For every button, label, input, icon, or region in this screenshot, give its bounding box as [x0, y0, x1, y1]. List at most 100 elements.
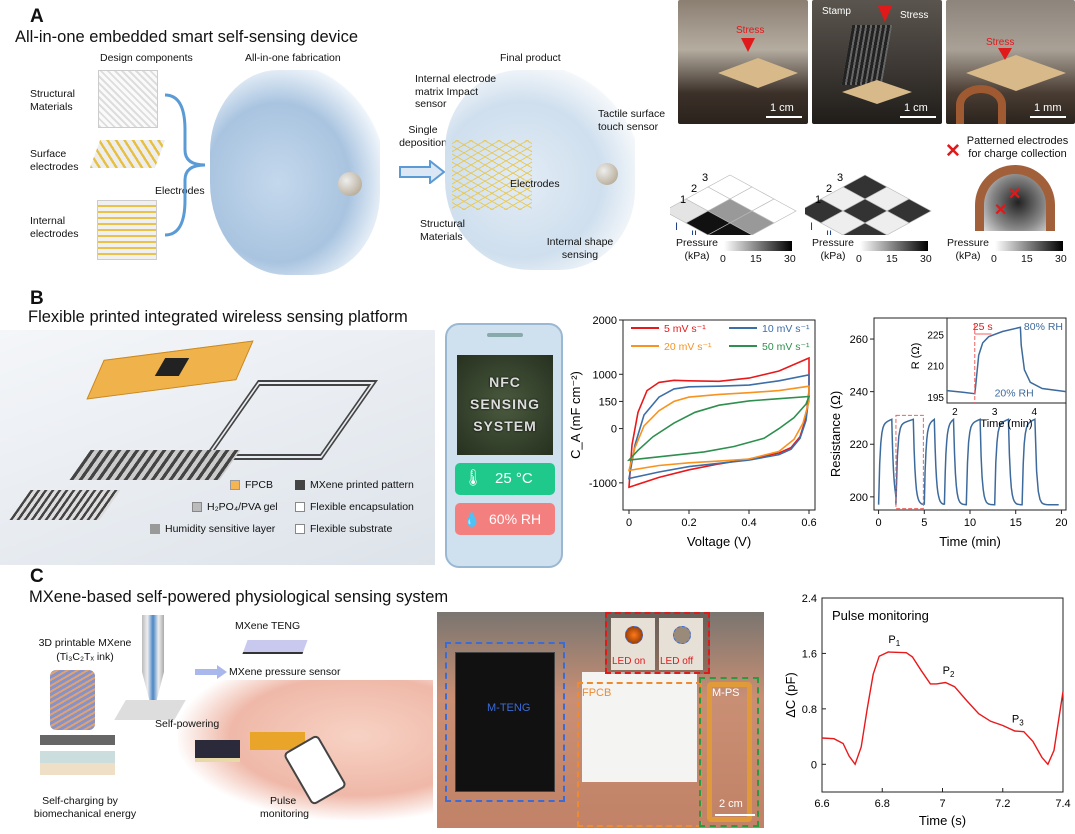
- temperature-value: 25 °C: [495, 470, 533, 487]
- y-tick-label: 200: [850, 492, 868, 504]
- legend-mxene: MXene printed pattern: [310, 479, 414, 491]
- ball-final-image: [596, 163, 618, 185]
- colorbar-tick: 0: [856, 253, 862, 265]
- x-tick-label: 0: [876, 517, 882, 529]
- x-axis-label: Time (min): [939, 534, 1001, 549]
- electrode-matrix-image: [452, 140, 532, 210]
- panel-c-title: MXene-based self-powered physiological s…: [29, 588, 449, 606]
- x-tick-label: 20: [1055, 517, 1067, 529]
- fpcb-image: [250, 732, 305, 750]
- electrodes-label: Electrodes: [155, 185, 205, 197]
- x-tick-label: 15: [1010, 517, 1022, 529]
- legend-label: 5 mV s⁻¹: [664, 323, 706, 335]
- self-charging-label-1: Self-charging by: [42, 795, 118, 807]
- scale-bar: [715, 814, 755, 816]
- x-tick-label: 7: [939, 798, 945, 810]
- x-tick-label: 0.6: [801, 517, 816, 529]
- peak-label: P3: [1012, 714, 1024, 728]
- stamp-label: Stamp: [822, 6, 851, 17]
- x-tick-label: 10: [964, 517, 976, 529]
- ball-image: [338, 172, 362, 196]
- legend-gel: H₂PO₄/PVA gel: [207, 501, 278, 513]
- pulse-label-1: Pulse: [270, 795, 297, 807]
- cross-icon: ✕: [945, 141, 961, 162]
- stress-label: Stress: [900, 10, 929, 21]
- humidity-value: 60% RH: [489, 511, 542, 527]
- internal-shape-label: Internal shape sensing: [546, 236, 614, 261]
- pressure-cell: [707, 222, 753, 235]
- tactile-sensor-label: Tactile surface touch sensor: [598, 108, 666, 133]
- scale-bar-label: 2 cm: [719, 798, 743, 810]
- stress-arrow-icon: [998, 48, 1012, 60]
- y-axis-label: ΔC (pF): [783, 672, 798, 718]
- scale-bar: [900, 116, 936, 118]
- lattice-structure-image: [98, 70, 158, 128]
- x-tick-label: 5: [921, 517, 927, 529]
- chart-title: Pulse monitoring: [832, 608, 929, 623]
- grid-row-label: 1: [680, 194, 686, 206]
- col-design-label: Design components: [100, 52, 193, 64]
- x-tick-label: 6.8: [875, 798, 890, 810]
- m-ps-label: M-PS: [712, 687, 740, 699]
- photo-stress-3: Stress 1 mm: [946, 0, 1075, 124]
- y-tick-label: 0: [611, 424, 617, 436]
- y-tick-label: 240: [850, 387, 868, 399]
- grid-col-label: II: [691, 229, 697, 235]
- scale-bar-label: 1 cm: [904, 102, 928, 114]
- grid-row-label: 3: [702, 172, 708, 184]
- grid-row-label: 2: [691, 183, 697, 195]
- colorbar-label: Pressure: [811, 237, 854, 249]
- inset-x-axis-label: Time (min): [980, 418, 1032, 430]
- photo-stress-2: Stamp Stress 1 cm: [812, 0, 942, 124]
- x-tick-label: 0.2: [681, 517, 696, 529]
- y-tick-label: 2.4: [802, 593, 817, 605]
- wearable-photo: M-TENG FPCB LED on LED off M-PS 2 cm: [437, 612, 764, 828]
- inset-y-tick-label: 225: [927, 331, 944, 342]
- colorbar-tick: 0: [991, 253, 997, 265]
- structural-final-label: Structural Materials: [420, 218, 465, 243]
- colorbar-unit: (kPa): [684, 250, 710, 262]
- inset-x-tick-label: 2: [952, 407, 958, 418]
- plot-frame: [622, 319, 816, 511]
- y-tick-label: 2000: [593, 315, 617, 327]
- scale-bar-label: 1 cm: [770, 102, 794, 114]
- arrow-right-icon: [195, 665, 227, 679]
- grid-row-label: 1: [815, 194, 821, 206]
- surface-electrodes-label: Surface electrodes: [30, 148, 79, 173]
- electrodes-final-label: Electrodes: [510, 178, 560, 190]
- thermometer-icon: 🌡: [463, 470, 484, 487]
- y-tick-label: 0.8: [802, 704, 817, 716]
- surface-electrode-image: [89, 140, 166, 168]
- patterned-electrodes-note: Patterned electrodes for charge collecti…: [966, 135, 1069, 161]
- y-tick-label: 220: [850, 439, 868, 451]
- inset-annot-time: 25 s: [973, 321, 993, 333]
- ink-label-2: (Ti₃C₂Tₓ ink): [56, 651, 114, 663]
- col-final-label: Final product: [500, 52, 561, 64]
- scale-bar-label: 1 mm: [1034, 102, 1062, 114]
- grid-col-label: I: [675, 221, 678, 233]
- stress-arrow-icon: [878, 6, 892, 22]
- pressure-cell: [842, 222, 888, 235]
- colorbar-tick: 15: [1021, 253, 1033, 265]
- y-tick-label: 150: [599, 396, 617, 408]
- self-charging-device-image: [40, 735, 115, 775]
- cv-curve-2: [627, 385, 810, 472]
- y-tick-label: 0: [811, 759, 817, 771]
- panel-a-label: A: [30, 6, 44, 27]
- x-tick-label: 7.4: [1055, 798, 1070, 810]
- colorbar-tick: 0: [720, 253, 726, 265]
- cv-curve-3: [626, 395, 811, 462]
- col-fabrication-label: All-in-one fabrication: [245, 52, 341, 64]
- peak-label: P1: [888, 634, 900, 648]
- legend-label: 10 mV s⁻¹: [762, 323, 810, 335]
- grid-row-label: 2: [826, 183, 832, 195]
- stress-label: Stress: [736, 25, 765, 36]
- inset-y-axis-label: R (Ω): [910, 343, 922, 370]
- colorbar-tick: 15: [886, 253, 898, 265]
- screen-text: SYSTEM: [473, 418, 537, 434]
- single-deposition-label: Single deposition: [399, 124, 447, 149]
- grid-col-label: II: [826, 229, 832, 235]
